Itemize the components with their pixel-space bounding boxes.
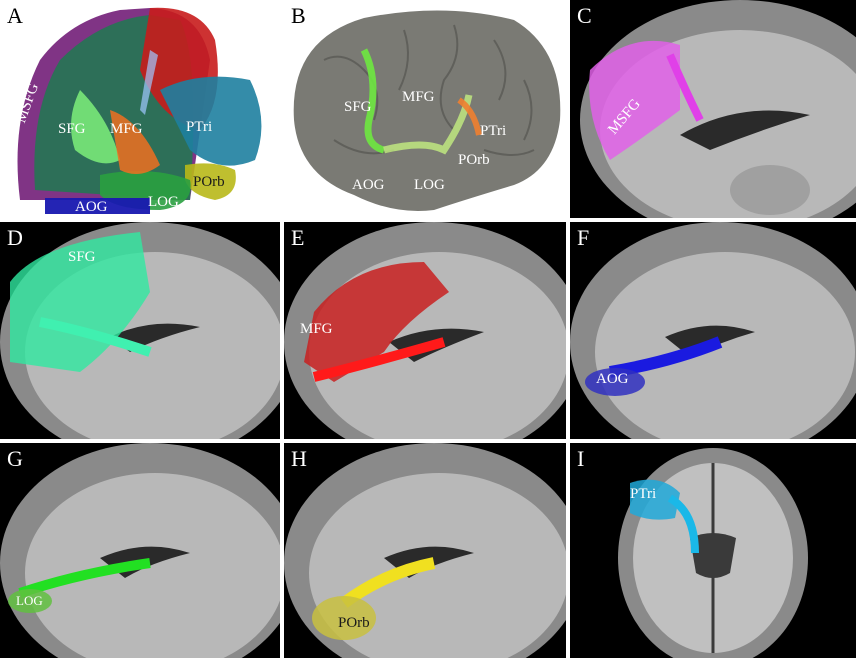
panel-b-label: B [291,3,306,28]
region-label-mfg: MFG [402,89,435,105]
panel-a: A MSFG SFG MFG PTri POrb AOG LOG [0,0,280,218]
panel-c: C MSFG [570,0,856,218]
region-label-aog: AOG [75,199,108,215]
panel-f: F AOG [570,222,856,439]
panel-b: B SFG MFG PTri POrb AOG LOG [284,0,566,218]
region-label-ptri: PTri [480,123,507,139]
panel-i-label: I [577,446,585,471]
region-label-mfg: MFG [300,321,333,337]
panel-d: D SFG [0,222,280,439]
panel-a-rendering [0,0,280,218]
panel-g-mri [0,443,280,658]
region-label-porb: POrb [193,174,225,190]
region-label-sfg: SFG [58,121,86,137]
panel-e-label: E [291,225,305,250]
panel-d-mri [0,222,280,439]
region-label-aog: AOG [352,177,385,193]
panel-f-mri [570,222,856,439]
region-label-ptri: PTri [630,486,657,502]
panel-g: G LOG [0,443,280,658]
panel-d-label: D [7,225,23,250]
panel-c-mri [570,0,856,218]
panel-f-label: F [577,225,590,250]
panel-g-label: G [7,446,23,471]
region-label-porb: POrb [458,152,490,168]
panel-h-label: H [291,446,307,471]
panel-h-mri [284,443,566,658]
panel-a-label: A [7,3,23,28]
region-label-log: LOG [148,194,179,210]
panel-i-mri [570,443,856,658]
panel-b-rendering [284,0,566,218]
panel-e-mri [284,222,566,439]
panel-e: E MFG [284,222,566,439]
region-label-sfg: SFG [344,99,372,115]
region-label-ptri: PTri [186,119,213,135]
panel-c-label: C [577,3,592,28]
panel-h: H POrb [284,443,566,658]
region-label-log: LOG [16,593,43,608]
region-label-porb: POrb [338,615,370,631]
panel-i: I PTri [570,443,856,658]
region-label-sfg: SFG [68,249,96,265]
region-label-aog: AOG [596,371,629,387]
region-label-mfg: MFG [110,121,143,137]
region-label-log: LOG [414,177,445,193]
